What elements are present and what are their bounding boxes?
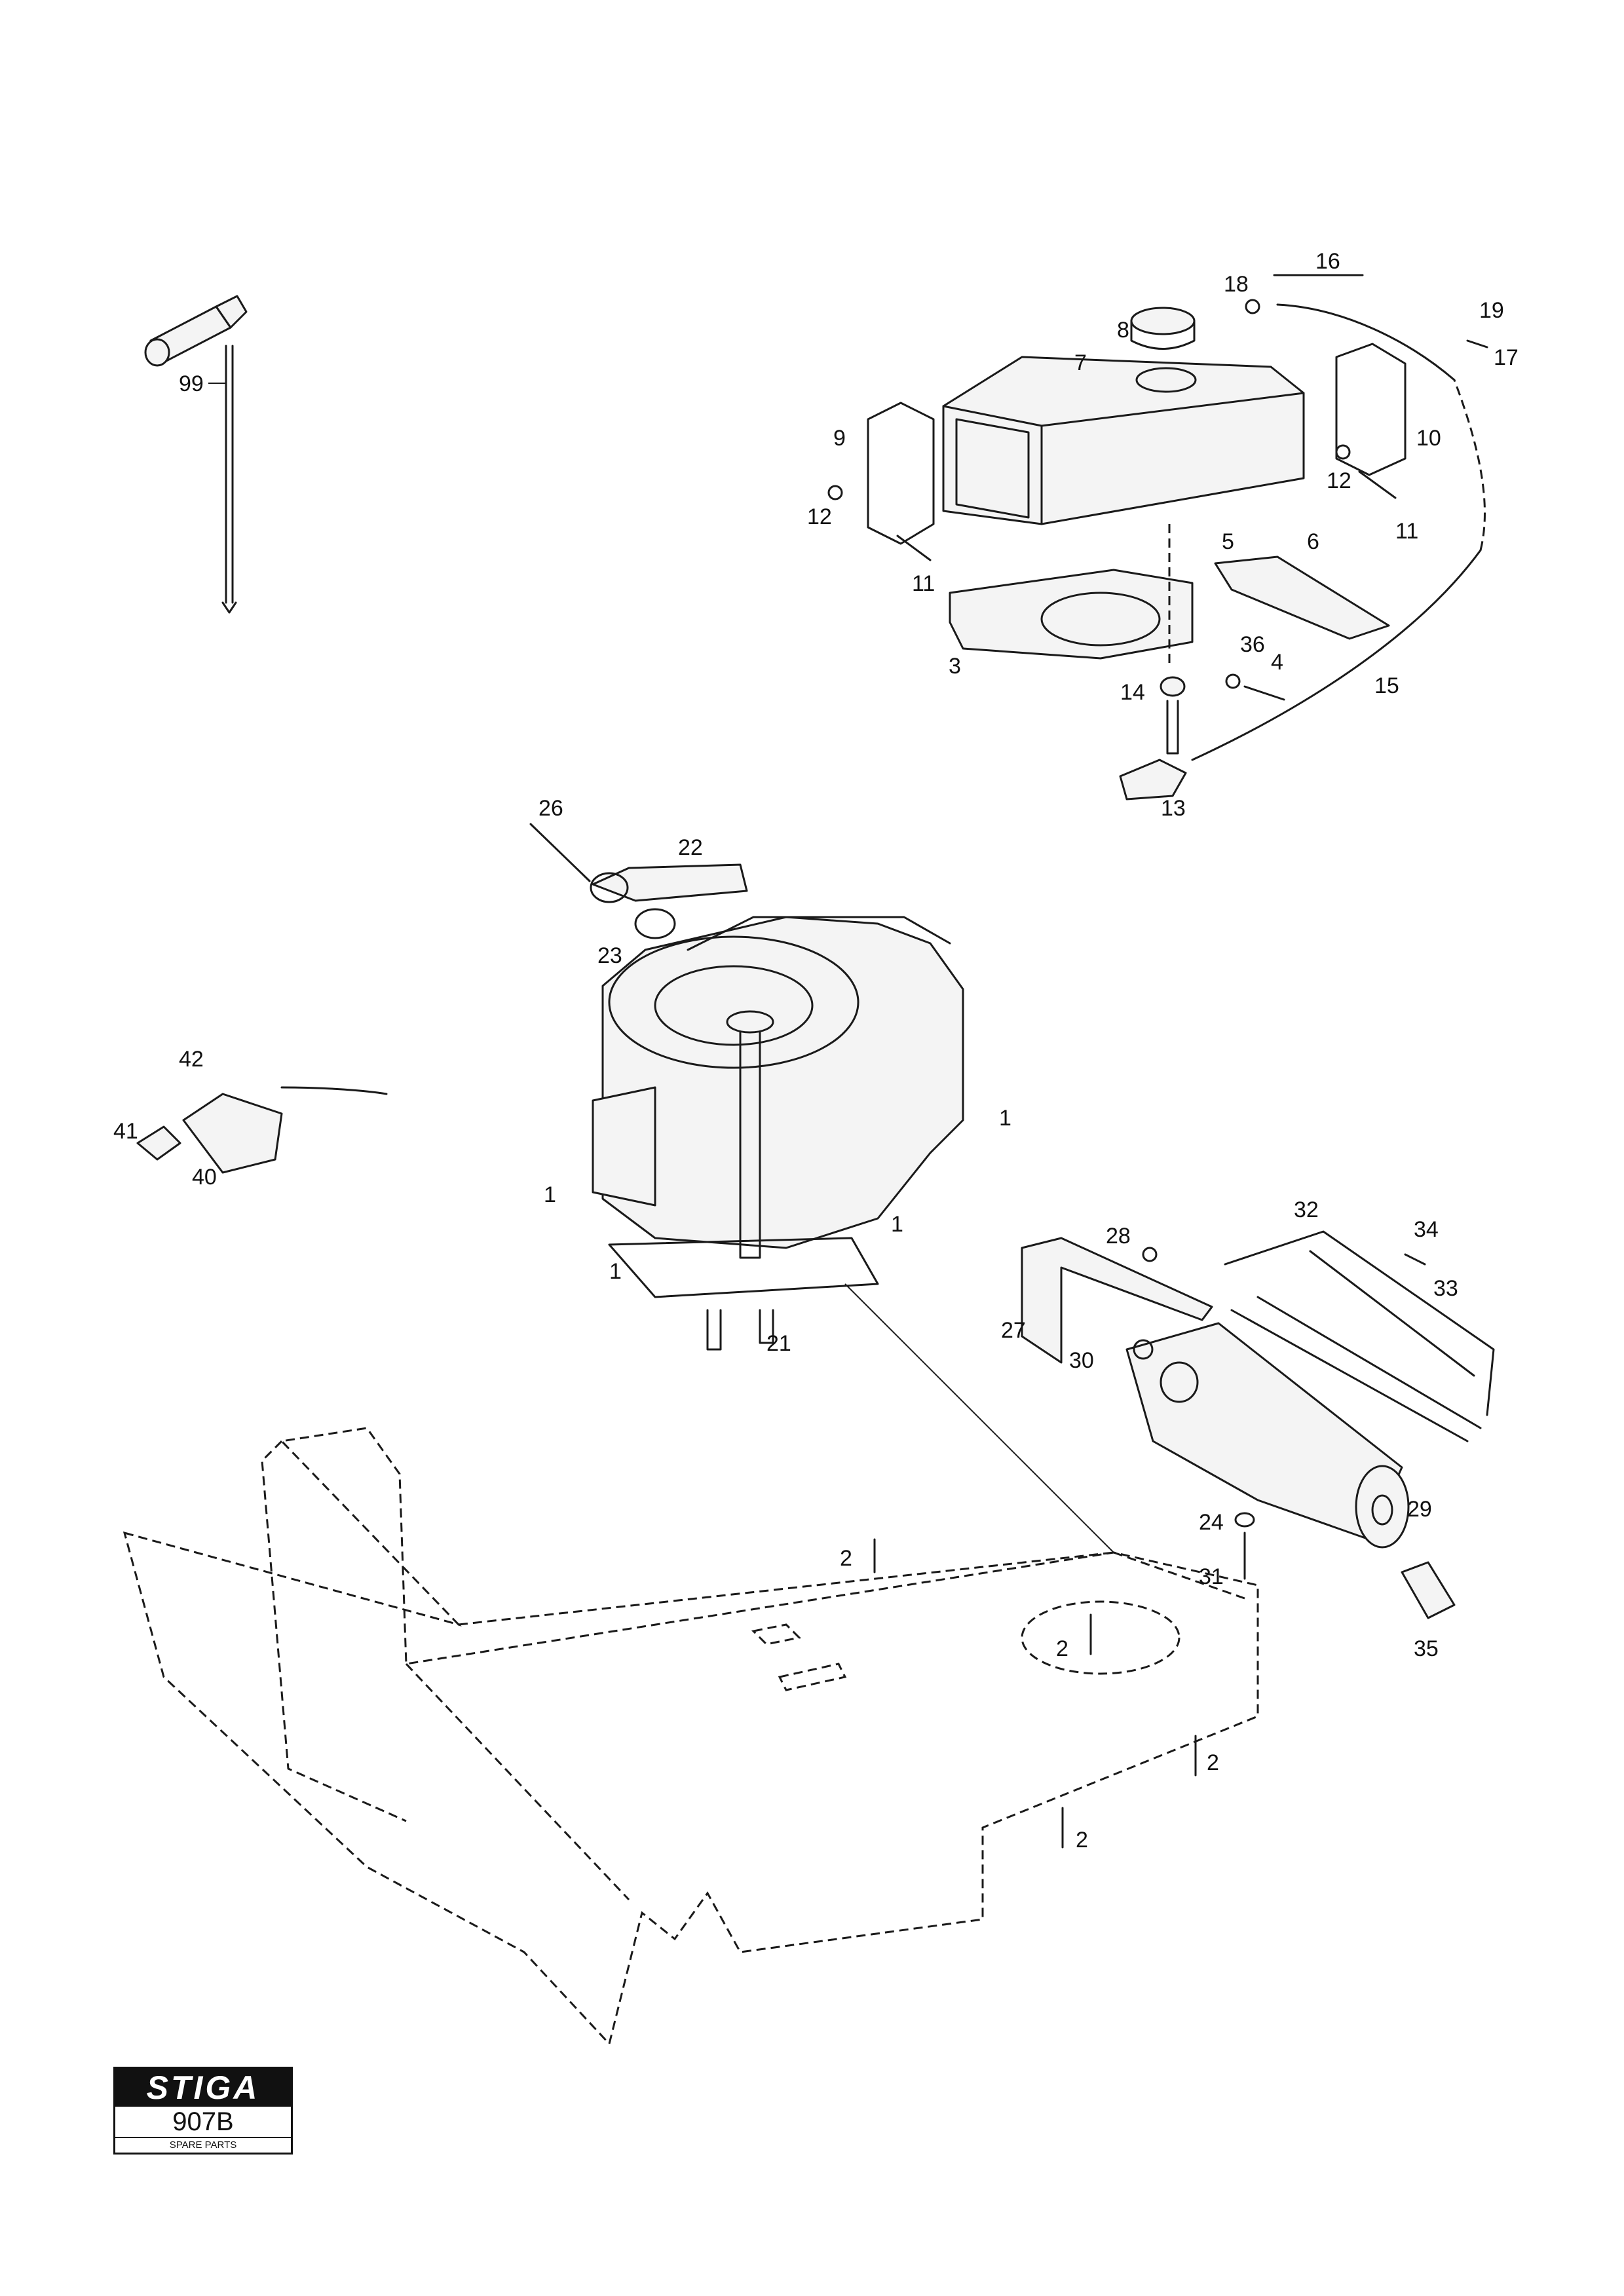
part-32-guard: [1224, 1230, 1495, 1442]
label-1a: 1: [999, 1106, 1011, 1131]
badge-caption: SPARE PARTS: [115, 2137, 291, 2153]
label-1d: 1: [609, 1259, 622, 1284]
part-27-heat-shield: [1021, 1237, 1213, 1364]
part-99-tool: [144, 295, 248, 614]
label-14: 14: [1120, 680, 1145, 705]
label-29: 29: [1407, 1497, 1432, 1522]
label-30: 30: [1069, 1348, 1094, 1373]
part-28-nut: [1142, 1247, 1158, 1262]
part-15-fuel-hose: [1191, 549, 1482, 761]
label-22: 22: [678, 835, 703, 860]
part-18-clamp: [1245, 299, 1260, 314]
label-7: 7: [1074, 350, 1087, 375]
label-13: 13: [1161, 796, 1186, 821]
part-35-tail-pipe: [1401, 1561, 1456, 1619]
washers-12: [827, 444, 1351, 500]
screws-2: [873, 1538, 1197, 1849]
label-17: 17: [1494, 345, 1519, 370]
label-4: 4: [1271, 650, 1283, 675]
label-16: 16: [1315, 249, 1340, 274]
label-12a: 12: [807, 504, 832, 529]
label-2d: 2: [1076, 1828, 1088, 1853]
label-11b: 11: [1395, 519, 1418, 544]
part-7-fuel-tank: [942, 356, 1305, 525]
label-42: 42: [179, 1047, 204, 1072]
label-31: 31: [1199, 1564, 1224, 1589]
part-29-muffler: [1125, 1322, 1410, 1549]
label-35: 35: [1414, 1636, 1439, 1661]
part-number-labels: 99 16 18 19 17 8 7 9 10 12 12 11 11 5 6 …: [113, 249, 1519, 1853]
part-3-bracket-plate: [949, 569, 1194, 660]
model-number: 907B: [172, 2107, 234, 2136]
engine: [592, 916, 964, 1351]
screws-11: [896, 470, 1397, 561]
label-1c: 1: [891, 1212, 903, 1237]
label-19: 19: [1479, 298, 1504, 323]
part-33-34-clip: [1404, 1253, 1426, 1266]
stiga-logo-badge: STIGA 907B SPARE PARTS: [113, 2067, 293, 2155]
part-10-strap: [1335, 343, 1407, 476]
part-26-screw: [529, 823, 591, 882]
label-26: 26: [538, 796, 563, 821]
part-5-bracket: [1214, 555, 1390, 640]
label-12b: 12: [1327, 468, 1351, 493]
part-30-clamp: [1133, 1339, 1154, 1360]
label-24: 24: [1199, 1510, 1224, 1535]
label-1b: 1: [544, 1182, 556, 1207]
label-40: 40: [192, 1165, 217, 1190]
part-8-tank-cap: [1130, 307, 1197, 393]
label-23: 23: [597, 943, 622, 968]
throttle-control: [136, 1086, 388, 1174]
part-9-strap: [867, 402, 935, 545]
label-28: 28: [1106, 1224, 1131, 1249]
label-6: 6: [1307, 529, 1319, 554]
part-22-intake-pipe: [590, 863, 748, 903]
label-32: 32: [1294, 1197, 1319, 1222]
label-11a: 11: [912, 571, 935, 596]
label-99: 99: [179, 371, 204, 396]
label-8: 8: [1117, 318, 1129, 343]
label-36: 36: [1240, 632, 1265, 657]
label-33: 33: [1433, 1276, 1458, 1301]
part-24-washer: [1234, 1512, 1255, 1528]
label-15: 15: [1374, 673, 1399, 698]
part-13-14-fuel-valve: [1119, 676, 1187, 800]
label-5: 5: [1222, 529, 1234, 554]
label-10: 10: [1416, 426, 1441, 451]
brand-logo: STIGA: [115, 2069, 291, 2107]
label-41: 41: [113, 1119, 138, 1144]
label-21: 21: [766, 1331, 791, 1356]
label-2b: 2: [1056, 1636, 1068, 1661]
chassis-frame: [123, 1427, 1259, 2046]
label-9: 9: [833, 426, 846, 451]
label-34: 34: [1414, 1217, 1439, 1242]
part-17-19-clip: [1466, 339, 1488, 348]
label-2c: 2: [1207, 1750, 1219, 1775]
part-23-gasket: [634, 908, 676, 939]
label-3: 3: [949, 654, 961, 679]
label-2a: 2: [840, 1546, 852, 1571]
label-27: 27: [1001, 1318, 1026, 1343]
label-18: 18: [1224, 272, 1249, 297]
